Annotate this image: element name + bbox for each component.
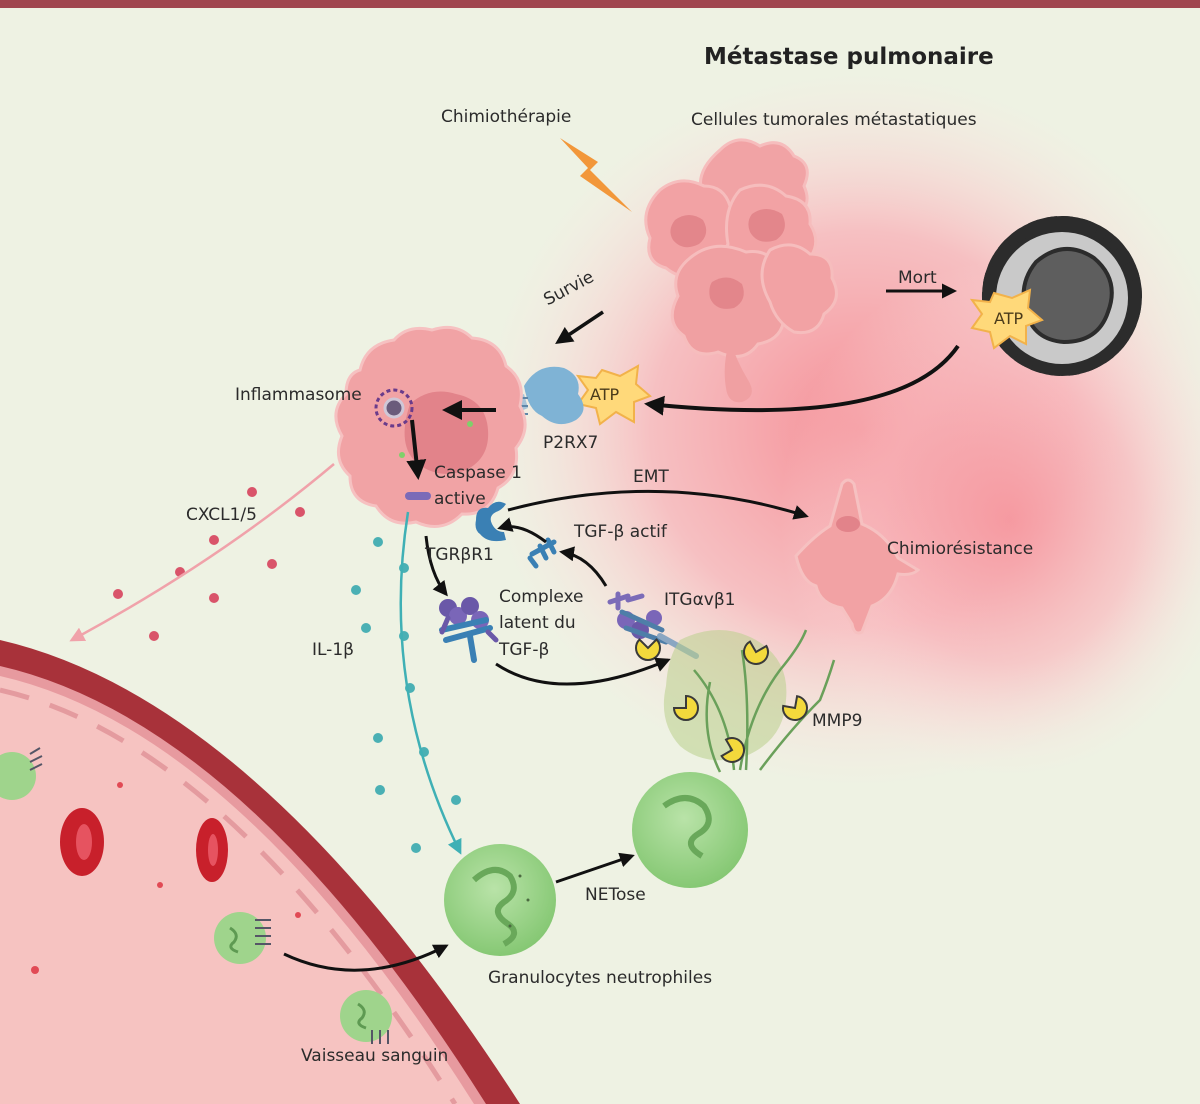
mmp9-enzyme xyxy=(635,638,661,661)
chemoresistant-cell xyxy=(794,478,921,635)
label-vessel: Vaisseau sanguin xyxy=(301,1046,449,1066)
label-chemoresistance: Chimiorésistance xyxy=(887,539,1034,559)
label-tgfb-active: TGF-β actif xyxy=(574,522,667,542)
label-metastatic-cells: Cellules tumorales métastatiques xyxy=(691,110,977,130)
mmp9-enzyme xyxy=(782,695,808,721)
red-blood-cell xyxy=(196,818,228,882)
label-emt: EMT xyxy=(633,467,669,487)
tgfb-active-molecule xyxy=(527,537,557,569)
il1b-dots xyxy=(351,537,461,853)
neutrophil-netosis xyxy=(632,772,748,888)
diagram-title: Métastase pulmonaire xyxy=(704,44,994,70)
vessel-dot xyxy=(31,966,39,974)
label-mmp9: MMP9 xyxy=(812,711,863,731)
tumor-cell-cluster xyxy=(644,138,838,403)
label-death: Mort xyxy=(898,268,937,288)
label-neutrophils: Granulocytes neutrophiles xyxy=(488,968,713,988)
dying-tumor-cell xyxy=(981,216,1142,376)
label-cxcl: CXCL1/5 xyxy=(186,505,257,525)
atp-release-arrow xyxy=(644,344,960,416)
inflammasome-caspase-arrow xyxy=(406,419,427,480)
label-p2rx7: P2RX7 xyxy=(543,433,599,453)
label-atp-receptor: ATP xyxy=(590,385,620,404)
netose-arrow xyxy=(555,852,635,884)
atp-burst xyxy=(575,364,652,426)
mmp9-enzyme xyxy=(672,694,699,721)
tgfb-binding-arrow xyxy=(497,517,547,544)
vessel-dot xyxy=(157,882,163,888)
tgfbr1-complex-arrow xyxy=(424,535,448,597)
survival-arrow xyxy=(555,310,604,344)
lightning-icon xyxy=(560,138,632,212)
latent-tgfb-complex xyxy=(439,597,499,663)
label-chemotherapy: Chimiothérapie xyxy=(441,107,572,127)
mmp9-enzyme xyxy=(720,737,745,763)
emt-arrow xyxy=(507,489,809,520)
vessel-dot xyxy=(117,782,123,788)
neutrophil xyxy=(444,844,556,956)
vessel-dot xyxy=(295,912,301,918)
mmp9-enzyme xyxy=(743,640,769,665)
label-netose: NETose xyxy=(585,885,646,905)
label-tgfbr1: TGRβR1 xyxy=(425,545,494,565)
label-inflammasome: Inflammasome xyxy=(235,385,362,405)
circulating-neutrophil xyxy=(214,912,271,964)
il1b-arrow xyxy=(399,511,462,855)
tgfb-activation-arrow xyxy=(559,546,608,587)
top-border xyxy=(0,0,1200,8)
circulating-neutrophil xyxy=(340,990,392,1044)
circulating-neutrophil xyxy=(0,747,43,800)
label-caspase: Caspase 1 active xyxy=(434,463,522,510)
label-integrin: ITGαvβ1 xyxy=(664,590,736,610)
inflammatory-cell xyxy=(334,325,527,528)
latent-to-integrin-arrow xyxy=(495,657,671,686)
label-latent-complex: Complexe latent du TGF-β xyxy=(499,587,584,660)
label-il1b: IL-1β xyxy=(312,640,354,660)
atp-burst xyxy=(969,288,1044,350)
label-atp-dying-cell: ATP xyxy=(994,309,1024,328)
red-blood-cell xyxy=(60,808,104,876)
cxcl-arrow xyxy=(69,463,335,642)
extravasation-arrow xyxy=(283,944,449,972)
